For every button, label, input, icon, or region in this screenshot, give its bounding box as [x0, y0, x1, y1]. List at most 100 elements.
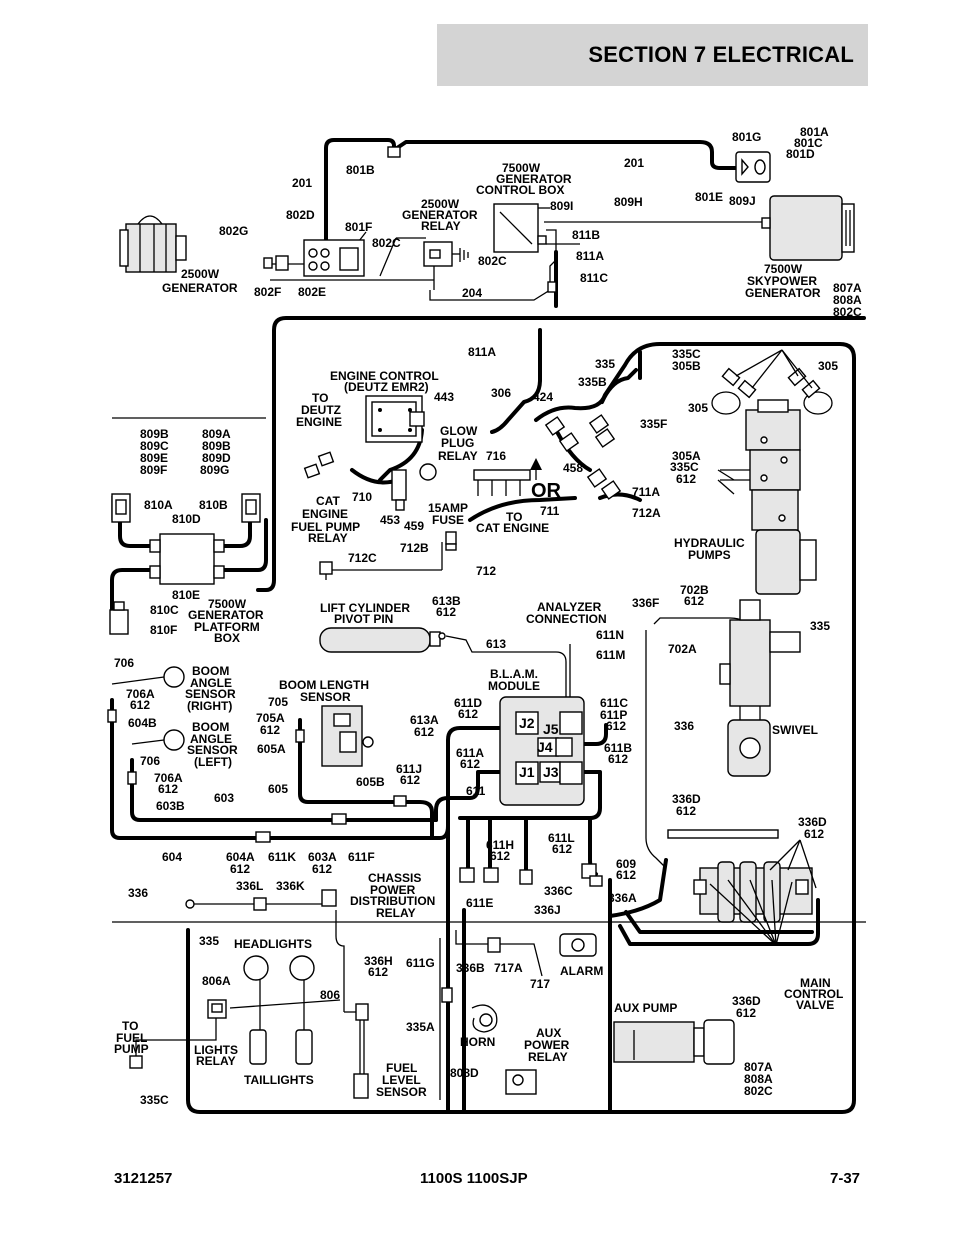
- label-806: 806: [320, 988, 340, 1002]
- label-712c: 712C: [348, 551, 377, 565]
- label-j4: J4: [537, 739, 553, 755]
- label-611m: 611M: [596, 648, 625, 662]
- label-458: 458: [563, 461, 583, 475]
- label-an-1: ANALYZER: [537, 600, 602, 614]
- label-ap-2: POWER: [524, 1038, 570, 1052]
- deutz-engine-connectors: [303, 451, 335, 479]
- label-802d: 802D: [286, 208, 315, 222]
- label-335b: 335B: [578, 375, 607, 389]
- label-810c: 810C: [150, 603, 179, 617]
- label-hp-2: PUMPS: [688, 548, 731, 562]
- label-802g: 802G: [219, 224, 248, 238]
- label-717a: 717A: [494, 961, 523, 975]
- generator-receptacle-box: [303, 239, 365, 277]
- label-443: 443: [434, 390, 454, 404]
- label-bal-4: (LEFT): [194, 755, 232, 769]
- label-gen2500-1: 2500W: [181, 267, 220, 281]
- fuel-level-sensor: [353, 1003, 369, 1099]
- label-j3: J3: [543, 764, 559, 780]
- cat-fuel-pump-relay: [319, 531, 457, 580]
- boom-length-sensor: [295, 705, 374, 767]
- connector-706a-603b: [127, 771, 137, 785]
- label-611g: 611G: [406, 956, 435, 970]
- aux-power-relay: [505, 1069, 537, 1095]
- label-fuse-2: FUSE: [432, 513, 464, 527]
- label-808d: 808D: [450, 1066, 479, 1080]
- label-j5: J5: [543, 721, 559, 737]
- label-809e: 809E: [140, 451, 168, 465]
- label-ec-1: ENGINE CONTROL: [330, 369, 439, 383]
- label-fl-1: FUEL: [386, 1061, 417, 1075]
- label-611p-612: 612: [606, 719, 626, 733]
- label-611a-612: 612: [460, 757, 480, 771]
- label-712: 712: [476, 564, 496, 578]
- label-tc-1: TO: [506, 510, 522, 524]
- hydraulic-pumps: [711, 367, 833, 595]
- headlights: [243, 955, 315, 981]
- label-ap-3: RELAY: [528, 1050, 568, 1064]
- label-710: 710: [352, 490, 372, 504]
- glow-plug-relay: [419, 463, 531, 496]
- label-305b: 305B: [672, 359, 701, 373]
- lights-relay: [207, 999, 227, 1019]
- label-711: 711: [540, 504, 560, 518]
- label-336d-2-612: 612: [804, 827, 824, 841]
- label-lr-2: RELAY: [196, 1054, 236, 1068]
- label-802c: 802C: [372, 236, 401, 250]
- label-sky-1: 7500W: [764, 262, 803, 276]
- label-801g: 801G: [732, 130, 761, 144]
- label-bal-2: ANGLE: [190, 732, 232, 746]
- label-810a: 810A: [144, 498, 173, 512]
- connector-801b: [387, 146, 401, 158]
- label-808a: 808A: [833, 293, 862, 307]
- label-802c-3: 802C: [833, 305, 862, 319]
- label-604b: 604B: [128, 716, 157, 730]
- label-336k: 336K: [276, 879, 305, 893]
- label-pb-4: BOX: [214, 631, 240, 645]
- label-335c-2: 335C: [670, 460, 699, 474]
- fuel-pump-connector: [129, 1055, 143, 1069]
- label-613a: 613A: [410, 713, 439, 727]
- label-335c: 335C: [140, 1093, 169, 1107]
- label-cat-3: FUEL PUMP: [291, 520, 360, 534]
- label-relay-3: RELAY: [421, 219, 461, 233]
- skypower-generator-7500w: [761, 195, 855, 261]
- label-bar-3: SENSOR: [185, 687, 236, 701]
- document-number: 3121257: [114, 1170, 173, 1187]
- label-bl-2: SENSOR: [300, 690, 351, 704]
- connector-811c: [547, 281, 557, 293]
- label-706-b: 706: [140, 754, 160, 768]
- horn: [471, 1004, 498, 1033]
- label-702b-612: 612: [684, 594, 704, 608]
- blam-module: [499, 696, 585, 806]
- label-335: 335: [595, 357, 615, 371]
- label-611e: 611E: [466, 896, 493, 910]
- connector-603a: [331, 813, 347, 825]
- label-809c: 809C: [140, 439, 169, 453]
- label-611j-612: 612: [400, 773, 420, 787]
- label-716: 716: [486, 449, 506, 463]
- label-611: 611: [466, 784, 486, 798]
- label-808a-2: 808A: [744, 1072, 773, 1086]
- label-bal-1: BOOM: [192, 720, 229, 734]
- label-j2: J2: [519, 715, 535, 731]
- label-cp-4: RELAY: [376, 906, 416, 920]
- label-605b: 605B: [356, 775, 385, 789]
- label-mcv-3: VALVE: [796, 998, 834, 1012]
- label-aux-pump: AUX PUMP: [614, 1001, 677, 1015]
- label-336c: 336C: [544, 884, 573, 898]
- label-gen-cb-1: 7500W: [502, 161, 541, 175]
- label-809j: 809J: [729, 194, 756, 208]
- generator-control-box: [493, 203, 547, 253]
- label-807a-2: 807A: [744, 1060, 773, 1074]
- label-611h-612: 612: [490, 849, 510, 863]
- label-810f: 810F: [150, 623, 177, 637]
- connector-605b: [393, 795, 407, 807]
- label-335-mid: 335: [199, 934, 219, 948]
- label-613: 613: [486, 637, 506, 651]
- label-611a: 611A: [456, 746, 484, 760]
- label-705: 705: [268, 695, 288, 709]
- label-gp-3: RELAY: [438, 449, 478, 463]
- label-336h-612: 612: [368, 965, 388, 979]
- label-335-right: 335: [810, 619, 830, 633]
